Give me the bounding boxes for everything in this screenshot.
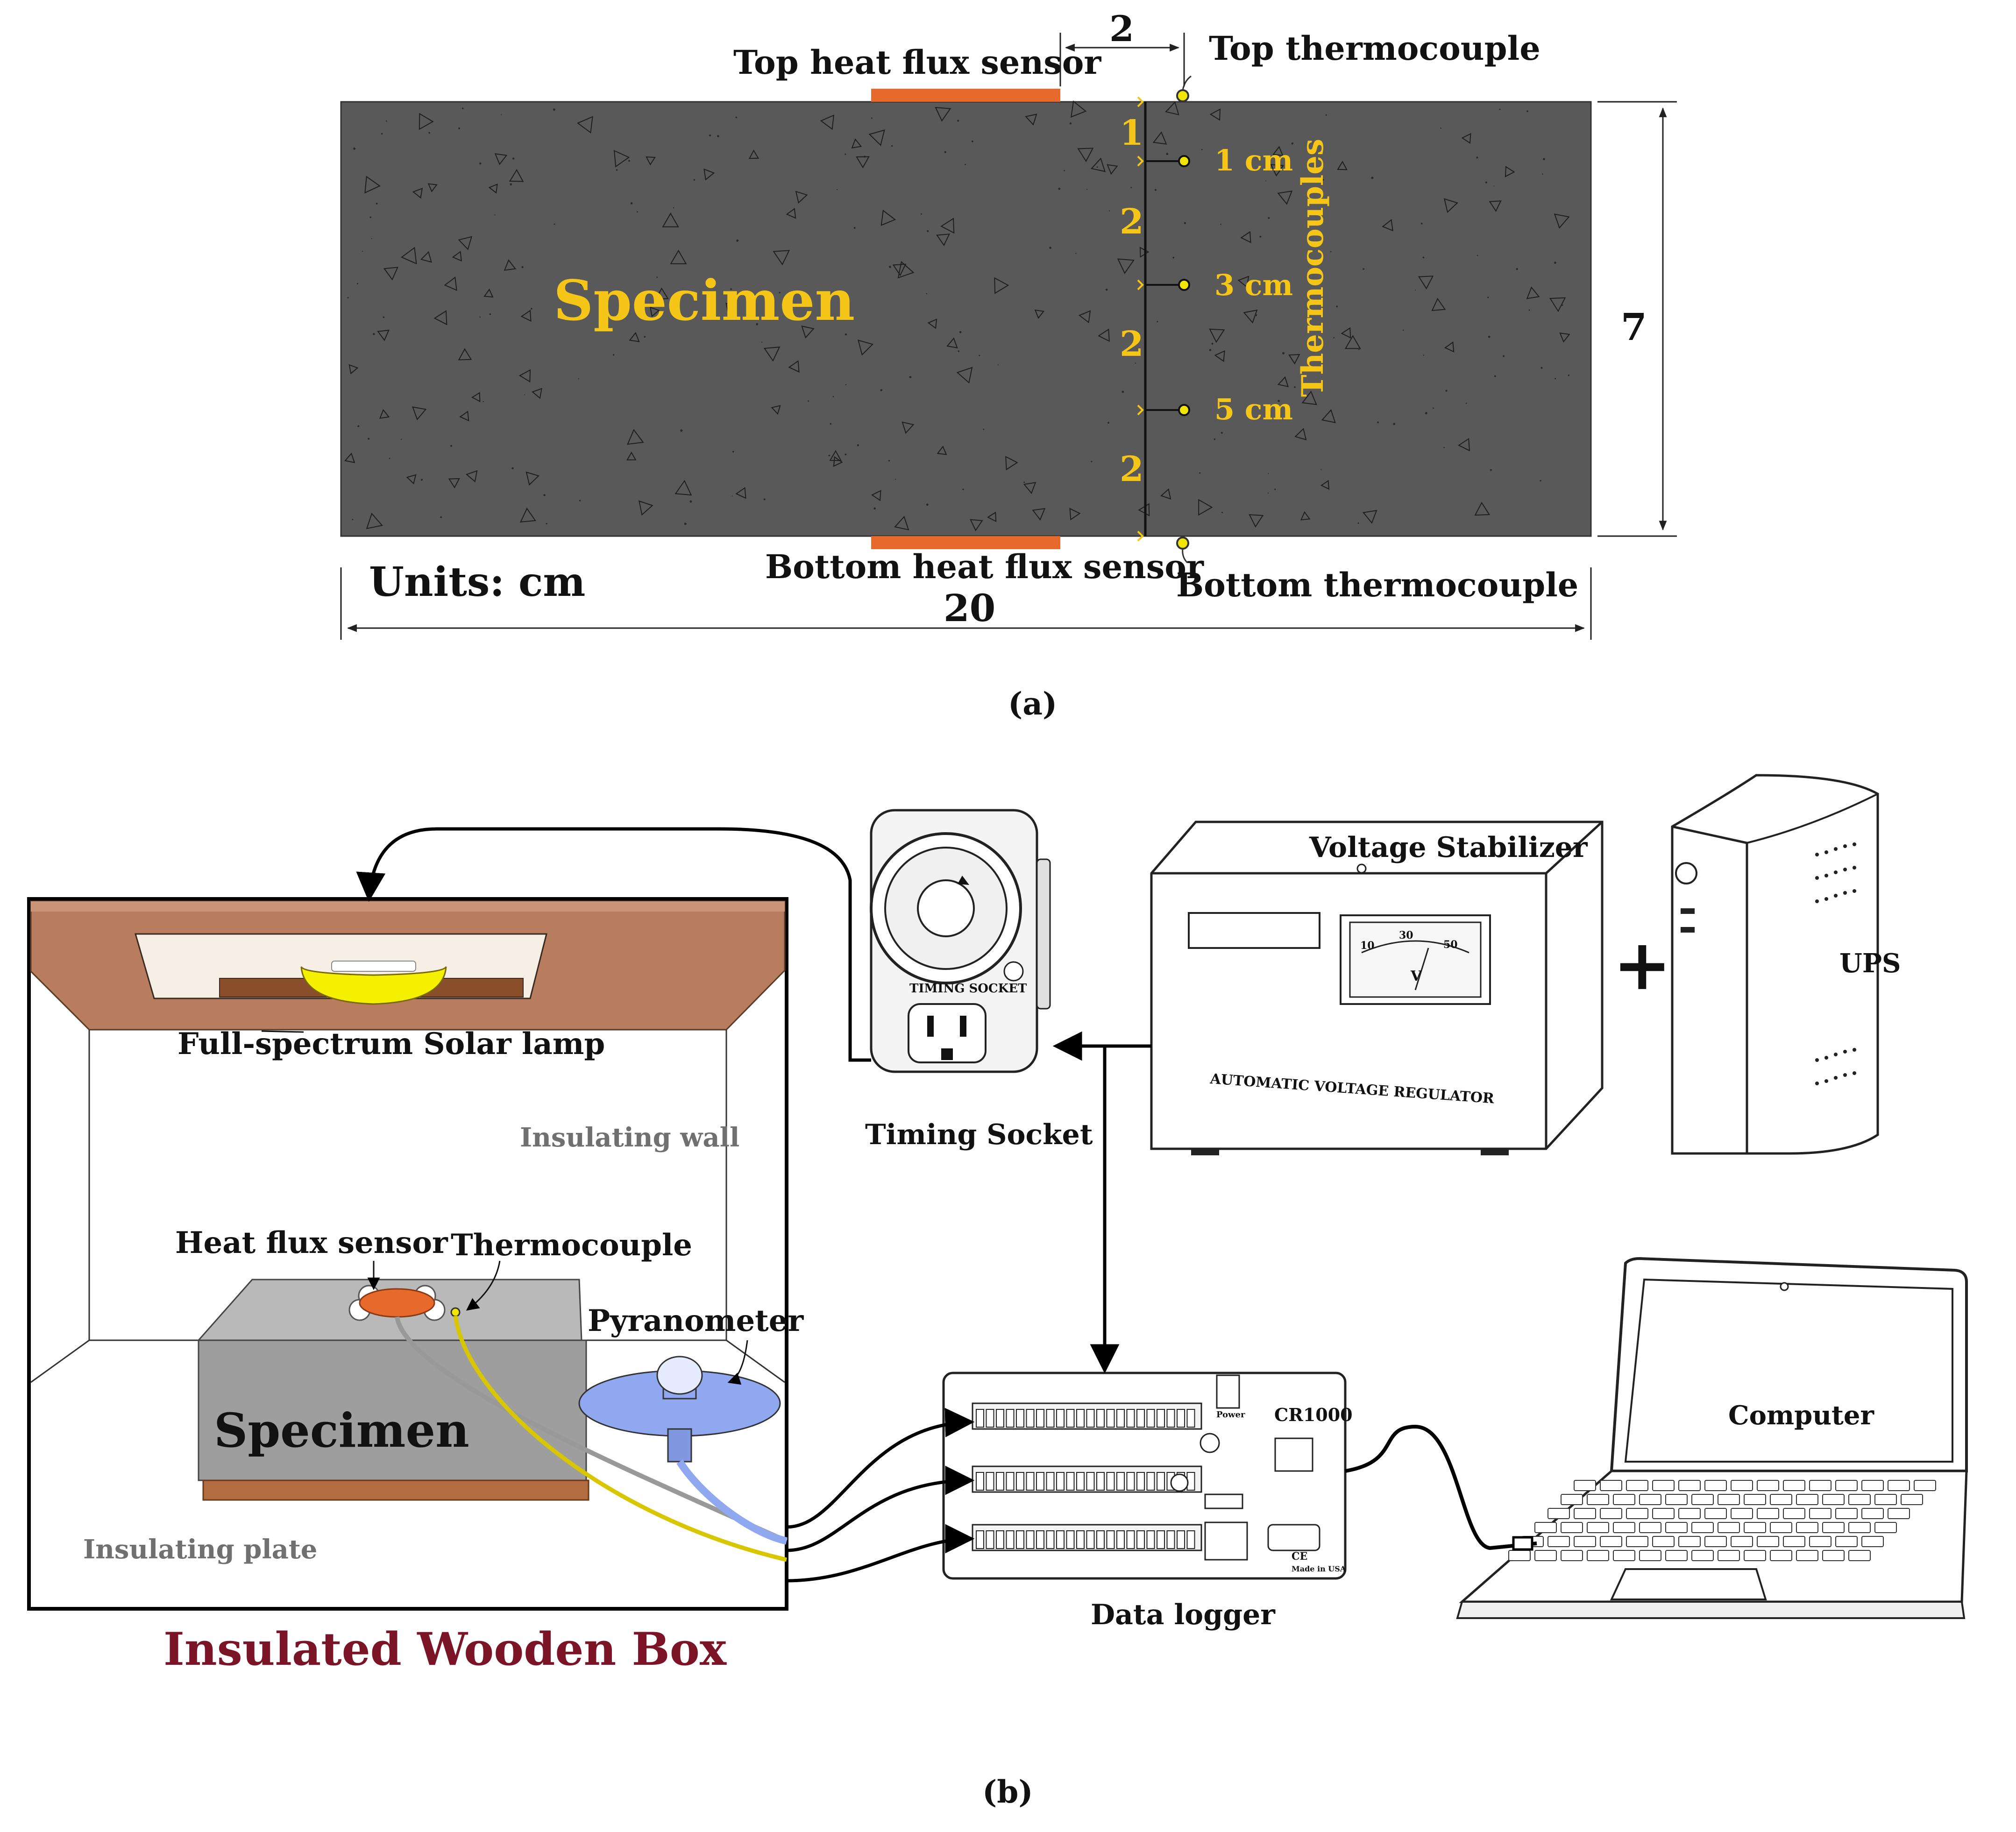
caption-a: (a)	[1008, 686, 1057, 722]
connections	[356, 827, 1537, 1583]
timing-socket-label: Timing Socket	[865, 1118, 1093, 1151]
timing-socket-device-text: TIMING SOCKET	[909, 982, 1027, 996]
depth-ticks	[1137, 96, 1144, 542]
width-dim-label: 20	[944, 586, 995, 630]
sensor-on-specimen	[348, 1285, 461, 1321]
insulated-wooden-box: Specimen F	[27, 897, 804, 1611]
solar-lamp	[300, 966, 447, 1005]
box-to-logger-3	[786, 1524, 975, 1583]
keyboard	[1508, 1480, 1936, 1561]
logger-ce: CE	[1292, 1550, 1307, 1563]
pyranometer	[578, 1356, 781, 1463]
meter-unit: V	[1410, 968, 1422, 984]
top-sensor-label: Top heat flux sensor	[733, 43, 1101, 82]
logger-label: Data logger	[1091, 1599, 1276, 1631]
specimen-block	[340, 101, 1592, 537]
panel-a: Specimen Top heat flux sensor Bottom hea…	[340, 8, 1677, 722]
bottom-sensor-label: Bottom heat flux sensor	[765, 547, 1204, 586]
depth-label-2: 3 cm	[1214, 268, 1293, 302]
specimen-front	[198, 1339, 587, 1481]
top-thermocouple-point	[1176, 89, 1189, 102]
width-dimension	[340, 567, 1592, 640]
caption-b: (b)	[982, 1774, 1033, 1810]
data-logger: CR1000 Power CE Made in USA	[942, 1372, 1353, 1580]
depth-label-1: 1 cm	[1214, 143, 1293, 177]
plus-sign: +	[1613, 924, 1672, 1006]
offset-dimension	[1059, 33, 1185, 86]
logger-to-computer	[1345, 1424, 1537, 1550]
thermocouple-1cm	[1178, 155, 1190, 167]
box-to-logger-2	[786, 1465, 975, 1552]
computer-label: Computer	[1728, 1400, 1875, 1431]
spacing-label-4: 2	[1120, 449, 1144, 489]
box-cables	[395, 1316, 788, 1562]
meter-tick-3: 50	[1443, 939, 1458, 951]
thermocouple-3cm	[1178, 279, 1190, 291]
offset-dim-label: 2	[1109, 8, 1134, 50]
meter-tick-1: 10	[1360, 940, 1375, 952]
specimen-label-a: Specimen	[554, 268, 855, 333]
height-dimension	[1597, 101, 1677, 537]
timing-socket: TIMING SOCKET	[870, 809, 1051, 1073]
units-label: Units: cm	[369, 559, 585, 606]
spacing-label-1: 1	[1120, 113, 1144, 153]
ups-unit	[1671, 774, 1879, 1155]
ups-label: UPS	[1839, 948, 1901, 979]
spacing-label-3: 2	[1120, 324, 1144, 364]
bottom-thermo-label: Bottom thermocouple	[1176, 566, 1578, 604]
thermocouple-5cm	[1178, 404, 1190, 416]
bottom-heat-flux-sensor	[871, 536, 1060, 549]
thermocouples-label: Thermocouples	[1295, 139, 1330, 397]
lamp-label: Full-spectrum Solar lamp	[177, 1026, 605, 1061]
top-heat-flux-sensor	[871, 89, 1060, 102]
specimen-label-b: Specimen	[214, 1403, 469, 1458]
meter-tick-2: 30	[1399, 929, 1413, 941]
logger-terminals	[976, 1409, 1195, 1549]
stabilizer-label: Voltage Stabilizer	[1309, 831, 1588, 864]
spacing-label-2: 2	[1120, 202, 1144, 242]
height-dim-label: 7	[1621, 305, 1647, 349]
logger-power: Power	[1216, 1410, 1245, 1420]
plate-label: Insulating plate	[83, 1534, 317, 1565]
aggregate-texture	[344, 100, 1570, 531]
sensor-label: Heat flux sensor	[175, 1225, 448, 1260]
thermo-label: Thermocouple	[451, 1228, 692, 1263]
thermocouple-points	[1145, 75, 1192, 564]
laptop	[1456, 1257, 1968, 1619]
top-thermo-label: Top thermocouple	[1209, 29, 1540, 68]
panel-b: Specimen F	[27, 774, 1968, 1810]
logger-made: Made in USA	[1292, 1564, 1346, 1573]
box-to-logger-1	[786, 1408, 975, 1529]
voltage-stabilizer: 10 30 50 V AUTOMATIC VOLTAGE REGULATOR	[1150, 821, 1604, 1155]
pyranometer-label: Pyranometer	[588, 1303, 804, 1338]
box-title: Insulated Wooden Box	[163, 1623, 727, 1676]
logger-model: CR1000	[1274, 1404, 1353, 1425]
socket-to-lamp	[356, 827, 871, 1062]
depth-label-3: 5 cm	[1214, 392, 1293, 426]
wall-label: Insulating wall	[520, 1122, 739, 1153]
